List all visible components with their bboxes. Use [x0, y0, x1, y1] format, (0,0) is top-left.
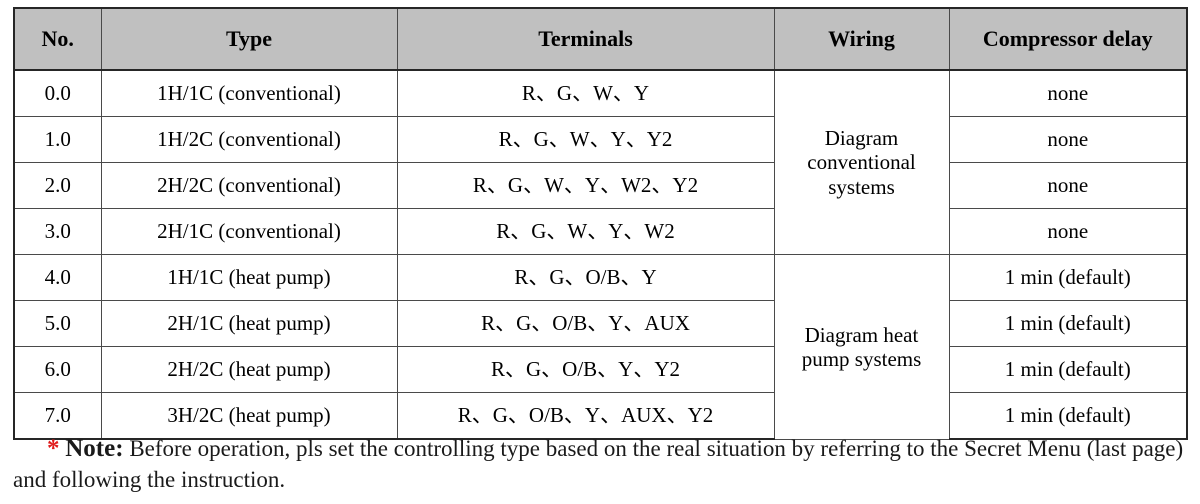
cell-terminals: R、G、O/B、Y、AUX、Y2 [396, 392, 775, 440]
cell-type: 1H/2C (conventional) [100, 116, 398, 163]
table-row: 3.0 2H/1C (conventional) R、G、W、Y、W2 none [13, 208, 1188, 255]
asterisk-icon: * [47, 435, 60, 462]
cell-compressor-delay: none [948, 116, 1188, 163]
wiring-line: conventional [807, 150, 916, 175]
wiring-line: systems [828, 174, 895, 199]
cell-type: 1H/1C (heat pump) [100, 254, 398, 301]
cell-terminals: R、G、W、Y、W2 [396, 208, 775, 255]
note-block: * Note: Before operation, pls set the co… [13, 432, 1188, 496]
cell-terminals: R、G、W、Y、W2、Y2 [396, 162, 775, 209]
cell-terminals: R、G、W、Y、Y2 [396, 116, 775, 163]
table-row: 7.0 3H/2C (heat pump) R、G、O/B、Y、AUX、Y2 1… [13, 392, 1188, 440]
cell-compressor-delay: none [948, 208, 1188, 255]
column-header-type: Type [100, 7, 398, 71]
table-header: No. Type Terminals Wiring Compressor del… [13, 7, 1188, 71]
cell-terminals: R、G、O/B、Y、Y2 [396, 346, 775, 393]
cell-type: 2H/1C (heat pump) [100, 300, 398, 347]
table-row: 1.0 1H/2C (conventional) R、G、W、Y、Y2 none [13, 116, 1188, 163]
cell-type: 2H/2C (conventional) [100, 162, 398, 209]
table-body: 0.0 1H/1C (conventional) R、G、W、Y Diagram… [13, 69, 1188, 440]
cell-type: 3H/2C (heat pump) [100, 392, 398, 440]
cell-no: 5.0 [13, 300, 102, 347]
cell-compressor-delay: none [948, 69, 1188, 117]
cell-compressor-delay: none [948, 162, 1188, 209]
wiring-line: pump systems [801, 346, 922, 371]
table-header-row: No. Type Terminals Wiring Compressor del… [13, 7, 1188, 71]
cell-no: 3.0 [13, 208, 102, 255]
cell-compressor-delay: 1 min (default) [948, 346, 1188, 393]
cell-terminals: R、G、W、Y [396, 69, 775, 117]
cell-type: 2H/2C (heat pump) [100, 346, 398, 393]
wiring-line: Diagram heat [804, 322, 919, 347]
cell-no: 6.0 [13, 346, 102, 393]
cell-type: 2H/1C (conventional) [100, 208, 398, 255]
cell-no: 7.0 [13, 392, 102, 440]
cell-no: 2.0 [13, 162, 102, 209]
note-label: Note: [65, 435, 124, 462]
note-body: Before operation, pls set the controllin… [13, 436, 1184, 493]
column-header-no: No. [13, 7, 102, 71]
table-row: 2.0 2H/2C (conventional) R、G、W、Y、W2、Y2 n… [13, 162, 1188, 209]
cell-type: 1H/1C (conventional) [100, 69, 398, 117]
table-row: 4.0 1H/1C (heat pump) R、G、O/B、Y Diagram … [13, 254, 1188, 440]
cell-no: 4.0 [13, 254, 102, 301]
column-header-compressor-delay: Compressor delay [948, 7, 1188, 71]
note-paragraph: * Note: Before operation, pls set the co… [13, 432, 1188, 496]
wiring-line: Diagram [824, 126, 899, 151]
cell-compressor-delay: 1 min (default) [948, 254, 1188, 301]
cell-no: 0.0 [13, 69, 102, 117]
cell-compressor-delay: 1 min (default) [948, 392, 1188, 440]
column-header-terminals: Terminals [396, 7, 775, 71]
cell-compressor-delay: 1 min (default) [948, 300, 1188, 347]
table-row: 5.0 2H/1C (heat pump) R、G、O/B、Y、AUX 1 mi… [13, 300, 1188, 347]
controlling-type-table: No. Type Terminals Wiring Compressor del… [13, 7, 1188, 440]
cell-terminals: R、G、O/B、Y、AUX [396, 300, 775, 347]
cell-wiring-heat-pump: Diagram heat pump systems [773, 254, 950, 440]
cell-no: 1.0 [13, 116, 102, 163]
table-row: 0.0 1H/1C (conventional) R、G、W、Y Diagram… [13, 69, 1188, 255]
cell-wiring-conventional: Diagram conventional systems [773, 69, 950, 255]
table-row: 6.0 2H/2C (heat pump) R、G、O/B、Y、Y2 1 min… [13, 346, 1188, 393]
column-header-wiring: Wiring [773, 7, 950, 71]
controlling-type-table-wrapper: No. Type Terminals Wiring Compressor del… [13, 7, 1188, 440]
cell-terminals: R、G、O/B、Y [396, 254, 775, 301]
